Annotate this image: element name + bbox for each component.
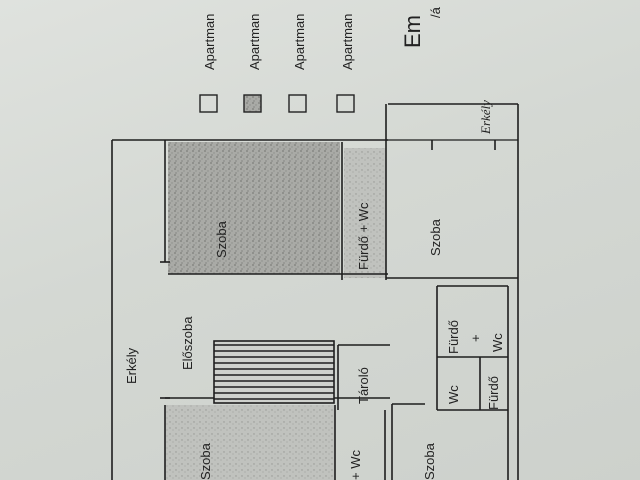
legend-label-4: Apartman [340,14,355,70]
heading-title: Em [400,15,425,48]
heading: Em [400,15,425,48]
szoba-bottom-right-label: Szoba [422,442,437,480]
legend-swatch-3 [288,94,307,113]
eloszoba-label: Előszoba [180,316,195,370]
furdo-line2-label: Wc [490,333,505,352]
legend: Apartman Apartman Apartman Apartman [199,14,355,113]
heading-subtitle: /á [428,6,443,18]
szoba-right-label: Szoba [428,218,443,256]
wc-label: Wc [446,385,461,404]
furdo-wc-bottom-label: + Wc [348,450,363,480]
legend-label-3: Apartman [292,14,307,70]
legend-label-2: Apartman [247,14,262,70]
walls [111,103,519,480]
bottom-room-fill [165,405,335,480]
erkely-top-label: Erkély [478,100,493,135]
furdo-small-label: Fürdő [486,376,501,410]
stairs [213,340,335,404]
legend-swatch-4 [336,94,355,113]
legend-label-1: Apartman [202,14,217,70]
tarolo-label: Tároló [356,367,371,404]
erkely-left-label: Erkély [124,347,139,384]
szoba-shaded-fill [168,142,340,274]
furdo-line1-label: Fürdő [446,320,461,354]
furdo-wc-top-label: Fürdő + Wc [356,202,371,270]
legend-swatch-1 [199,94,218,113]
furdo-wc-fill [344,148,386,278]
szoba-shaded-label: Szoba [214,220,229,258]
legend-swatch-2 [243,94,262,113]
szoba-bottom-label: Szoba [198,442,213,480]
furdo-plus-label: + [468,334,483,342]
